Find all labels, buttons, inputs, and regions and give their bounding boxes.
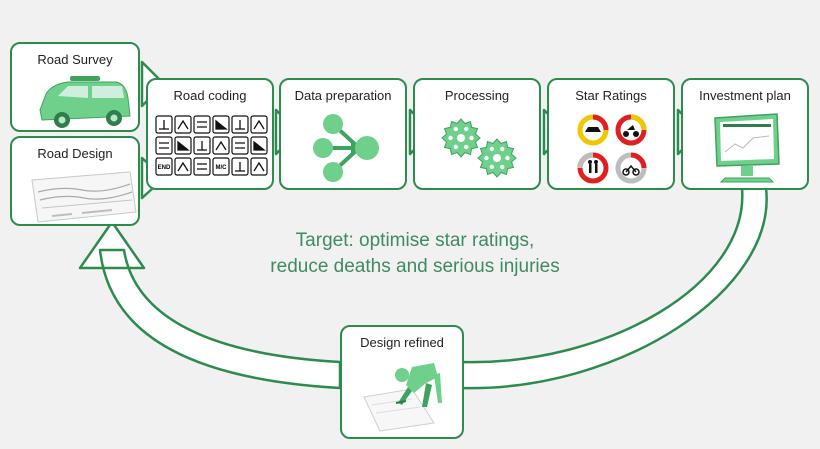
monitor-icon (714, 113, 780, 183)
survey-car-icon (39, 76, 131, 128)
road-attribute-tile (193, 157, 211, 176)
road-coding-box: Road coding END M/C (146, 78, 274, 190)
road-design-box: Road Design (10, 136, 140, 226)
merge-nodes-icon (313, 114, 379, 182)
road-attribute-tile (231, 136, 249, 155)
road-attribute-tile (250, 157, 268, 176)
road-attribute-tile-label: M/C (216, 165, 228, 171)
road-attribute-tile-label: END (158, 165, 171, 171)
gear-right-icon (477, 138, 517, 178)
road-attribute-tile (174, 157, 192, 176)
road-survey-box: Road Survey (10, 42, 140, 132)
star-ratings-box: Star Ratings (547, 78, 675, 190)
road-attribute-tile (155, 115, 173, 134)
road-attribute-tile (231, 115, 249, 134)
road-attribute-tile (212, 136, 230, 155)
road-attribute-tile (231, 157, 249, 176)
road-attribute-tile (193, 115, 211, 134)
attribute-tiles-grid: END M/C (155, 115, 268, 176)
road-attribute-tile (155, 136, 173, 155)
design-refined-title: Design refined (360, 335, 444, 350)
road-design-title: Road Design (37, 146, 113, 161)
road-attribute-tile (174, 136, 192, 155)
motorcycle-rating-ring-icon (615, 114, 647, 146)
drafting-person-icon (363, 363, 442, 432)
road-survey-title: Road Survey (37, 52, 113, 67)
bicycle-rating-ring-icon (615, 152, 647, 184)
road-attribute-tile (193, 136, 211, 155)
road-coding-title: Road coding (173, 88, 247, 103)
road-plan-drawing-icon (31, 171, 137, 223)
pedestrian-rating-ring-icon (577, 152, 609, 184)
road-attribute-tile: M/C (212, 157, 230, 176)
road-attribute-tile (174, 115, 192, 134)
target-line-2: reduce deaths and serious injuries (270, 256, 560, 277)
investment-plan-title: Investment plan (699, 88, 791, 103)
target-line-1: Target: optimise star ratings, (295, 230, 535, 251)
processing-box: Processing (413, 78, 541, 190)
road-attribute-tile (212, 115, 230, 134)
car-rating-ring-icon (577, 114, 609, 146)
road-attribute-tile (250, 115, 268, 134)
star-ratings-title: Star Ratings (575, 88, 647, 103)
gears-icon (441, 118, 517, 178)
investment-plan-box: Investment plan (681, 78, 809, 190)
road-attribute-tile (250, 136, 268, 155)
data-preparation-title: Data preparation (294, 88, 392, 103)
design-refined-box: Design refined (340, 325, 464, 439)
target-statement: Target: optimise star ratings, reduce de… (220, 228, 610, 280)
gear-left-icon (441, 118, 481, 158)
data-preparation-box: Data preparation (279, 78, 407, 190)
processing-title: Processing (444, 88, 510, 103)
rating-rings (577, 114, 647, 184)
road-attribute-tile: END (155, 157, 173, 176)
